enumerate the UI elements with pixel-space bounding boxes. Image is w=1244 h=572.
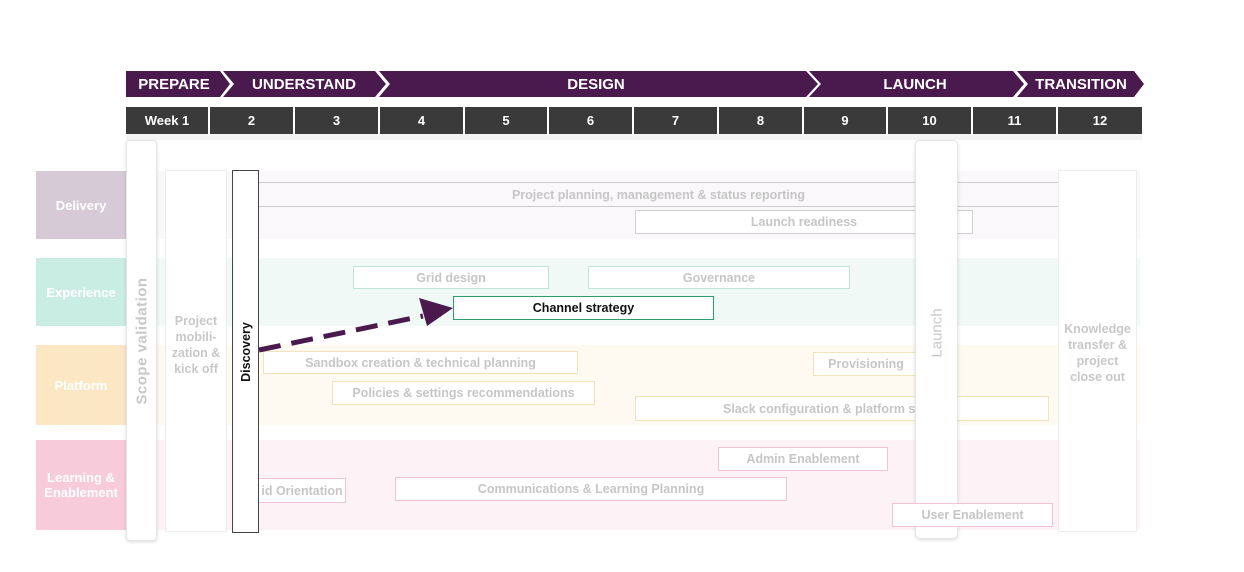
phase-prepare [126,71,230,97]
task-user-enablement: User Enablement [892,503,1053,527]
category-learning: Learning & Enablement [36,440,126,530]
phase-label-transition: TRANSITION [1035,76,1127,93]
week-8: 8 [719,107,804,134]
task-governance: Governance [588,266,850,289]
task-slack-configuration: Slack configuration & platform s [635,396,1049,421]
scope-validation-label: Scope validation [133,276,150,405]
phase-design [379,71,818,97]
week-5: 5 [465,107,549,134]
discovery-box: Discovery [232,170,259,533]
arrowhead-icon [419,298,453,326]
phase-label-prepare: PREPARE [138,76,209,93]
week-12: 12 [1058,107,1142,134]
phase-transition [1017,71,1144,97]
week-1: Week 1 [126,107,210,134]
scope-validation-box: Scope validation [126,140,157,541]
task-communications-learning: Communications & Learning Planning [395,477,787,501]
category-delivery: Delivery [36,171,126,239]
discovery-to-channel-arrow [258,298,453,353]
week-7: 7 [634,107,719,134]
project-mobilization-box: Project mobili- zation & kick off [165,170,227,532]
task-grid-design: Grid design [353,266,549,289]
task-admin-enablement: Admin Enablement [718,447,888,471]
phase-launch [809,71,1024,97]
category-experience: Experience [36,258,126,326]
task-channel-strategy: Channel strategy [453,296,714,320]
task-sandbox-creation: Sandbox creation & technical planning [263,351,578,374]
project-mobilization-label: Project mobili- zation & kick off [171,314,221,376]
week-6: 6 [549,107,634,134]
phase-label-design: DESIGN [567,76,625,93]
phase-label-understand: UNDERSTAND [252,76,356,93]
task-project-planning: Project planning, management & status re… [259,182,1058,207]
launch-label: Launch [928,307,945,358]
week-3: 3 [295,107,380,134]
launch-box: Launch [915,140,958,539]
task-policies-settings: Policies & settings recommendations [332,381,595,405]
knowledge-transfer-label: Knowledge transfer & project close out [1064,322,1131,384]
phase-label-launch: LAUNCH [883,76,946,93]
phase-understand [223,71,386,97]
week-10: 10 [888,107,973,134]
week-2: 2 [210,107,295,134]
knowledge-transfer-box: Knowledge transfer & project close out [1058,170,1137,532]
phase-banner: PREPARE UNDERSTAND DESIGN LAUNCH TRANSIT… [126,71,1144,97]
discovery-label: Discovery [238,321,253,382]
week-header: Week 1 2 3 4 5 6 7 8 9 10 11 12 [126,107,1142,134]
week-9: 9 [804,107,888,134]
category-platform: Platform [36,345,126,425]
week-header-shadow [126,134,1142,140]
task-provisioning: Provisioning [813,352,919,376]
week-4: 4 [380,107,465,134]
task-grid-orientation: id Orientation [259,478,346,503]
week-11: 11 [973,107,1058,134]
